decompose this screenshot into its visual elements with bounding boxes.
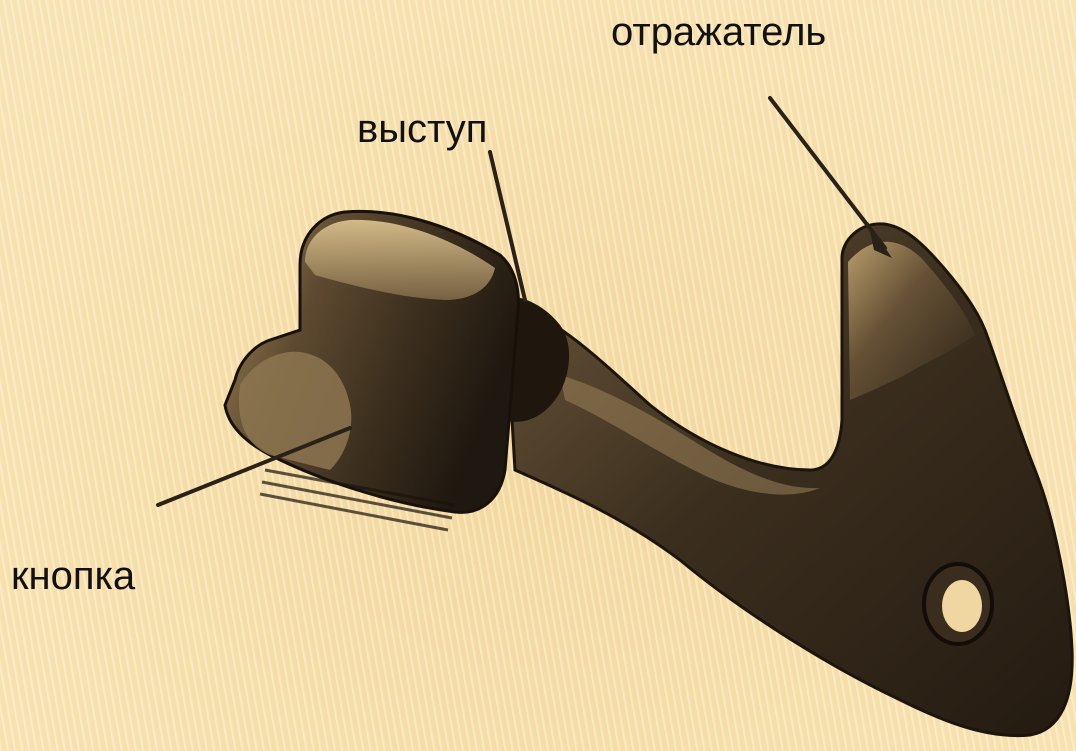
label-ledge: выступ	[357, 109, 487, 149]
leader-line-reflector	[770, 98, 885, 248]
mount-hole-inner	[942, 580, 982, 632]
label-reflector: отражатель	[611, 12, 826, 52]
label-button: кнопка	[11, 556, 135, 596]
part-arm	[505, 224, 1072, 736]
